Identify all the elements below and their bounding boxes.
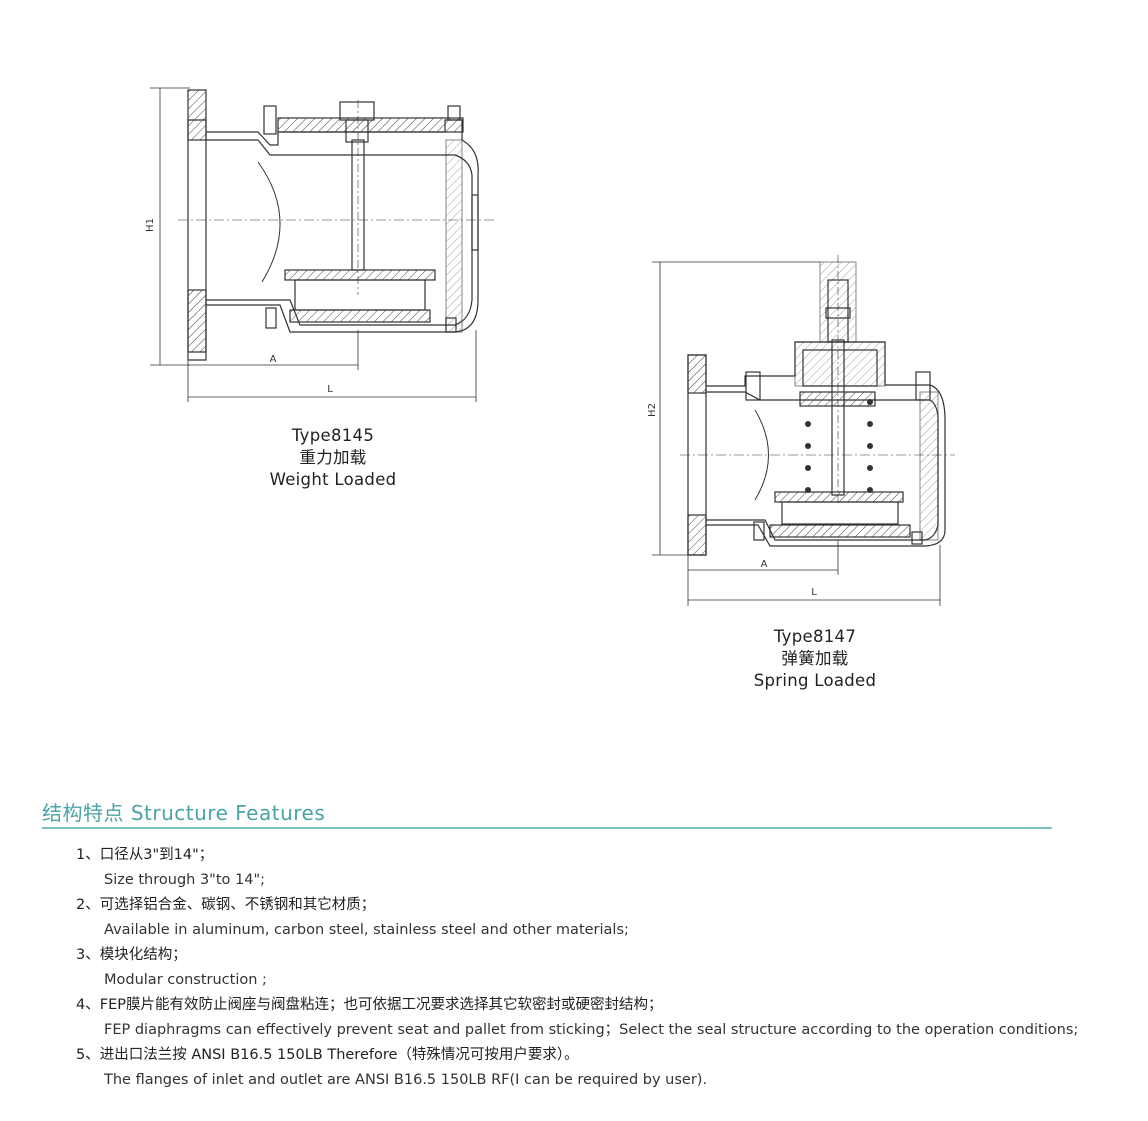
feature-en: FEP diaphragms can effectively prevent s… (104, 1022, 1079, 1038)
caption-type: Type8145 (291, 426, 375, 445)
drawing-type8145: H1 A L (145, 87, 495, 402)
dim-a-label-2: A (761, 559, 768, 570)
drawing-type8147: H2 (647, 255, 955, 606)
dim-h1-label: H1 (145, 218, 156, 232)
caption-type8145: Type8145 重力加载 Weight Loaded (233, 425, 433, 491)
dim-h2-label: H2 (647, 403, 658, 417)
dim-l-label-1: L (327, 384, 333, 395)
feature-en: Size through 3"to 14"; (104, 872, 266, 888)
feature-zh: 5、进出口法兰按 ANSI B16.5 150LB Therefore（特殊情况… (76, 1047, 579, 1063)
dim-a-label-1: A (270, 354, 277, 365)
section-divider (42, 827, 1052, 829)
feature-item: 3、模块化结构； Modular construction ; (76, 943, 1136, 993)
feature-zh: 3、模块化结构； (76, 947, 187, 963)
feature-list: 1、口径从3"到14"； Size through 3"to 14"; 2、可选… (76, 843, 1136, 1093)
feature-zh: 2、可选择铝合金、碳钢、不锈钢和其它材质； (76, 897, 376, 913)
caption-type8147: Type8147 弹簧加载 Spring Loaded (715, 626, 915, 692)
feature-item: 5、进出口法兰按 ANSI B16.5 150LB Therefore（特殊情况… (76, 1043, 1136, 1093)
feature-zh: 1、口径从3"到14"； (76, 847, 214, 863)
feature-en: The flanges of inlet and outlet are ANSI… (104, 1072, 708, 1088)
feature-item: 4、FEP膜片能有效防止阀座与阀盘粘连；也可依据工况要求选择其它软密封或硬密封结… (76, 993, 1136, 1043)
caption-name-zh: 重力加载 (299, 448, 367, 467)
feature-en: Modular construction ; (104, 972, 267, 988)
caption-name-en: Spring Loaded (753, 671, 877, 690)
feature-item: 2、可选择铝合金、碳钢、不锈钢和其它材质； Available in alumi… (76, 893, 1136, 943)
section-title: 结构特点 Structure Features (42, 801, 326, 825)
technical-drawings: H1 A L (145, 87, 955, 606)
caption-name-zh: 弹簧加载 (781, 649, 849, 668)
caption-type: Type8147 (773, 627, 857, 646)
caption-name-en: Weight Loaded (269, 470, 397, 489)
dim-l-label-2: L (811, 587, 817, 598)
feature-item: 1、口径从3"到14"； Size through 3"to 14"; (76, 843, 1136, 893)
feature-en: Available in aluminum, carbon steel, sta… (104, 922, 629, 938)
feature-zh: 4、FEP膜片能有效防止阀座与阀盘粘连；也可依据工况要求选择其它软密封或硬密封结… (76, 997, 663, 1013)
